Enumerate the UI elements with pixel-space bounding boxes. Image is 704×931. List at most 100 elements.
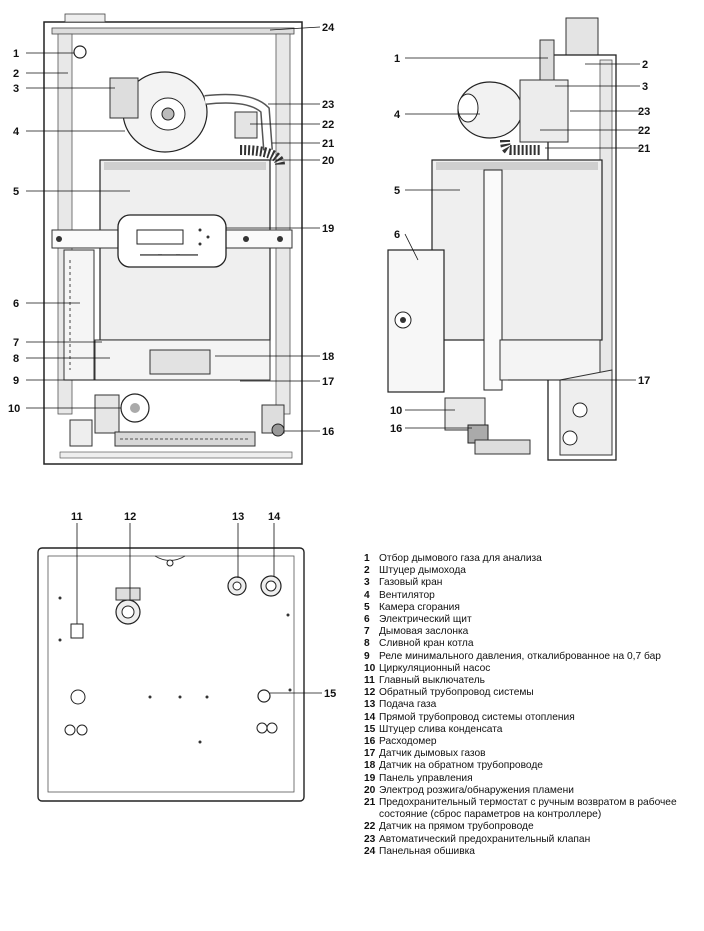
panel-button-3: —— bbox=[176, 249, 198, 261]
legend-text: Прямой трубопровод системы отопления bbox=[379, 711, 575, 723]
legend-number: 10 bbox=[364, 662, 376, 674]
legend-number: 8 bbox=[364, 638, 370, 650]
legend-number: 11 bbox=[364, 675, 375, 687]
legend-number: 4 bbox=[364, 589, 370, 601]
legend-item: 11 Главный выключатель bbox=[364, 675, 702, 687]
callout-bottom-14: 14 bbox=[268, 511, 281, 523]
legend-number: 22 bbox=[364, 821, 376, 833]
legend-number: 17 bbox=[364, 748, 376, 760]
legend-number: 16 bbox=[364, 736, 376, 748]
callout-front-10: 10 bbox=[8, 403, 20, 415]
legend-text: Штуцер слива конденсата bbox=[379, 723, 503, 735]
callout-front-22: 22 bbox=[322, 119, 334, 131]
side-view bbox=[387, 17, 617, 461]
callout-side-5: 5 bbox=[394, 185, 400, 197]
callout-side-10: 10 bbox=[390, 405, 402, 417]
flue-sample-port-icon bbox=[73, 45, 87, 59]
legend-text: Отбор дымового газа для анализа bbox=[379, 553, 542, 564]
callout-side-3: 3 bbox=[642, 81, 648, 93]
callout-front-1: 1 bbox=[13, 48, 19, 60]
legend-number: 2 bbox=[364, 565, 370, 577]
legend-text: Электрический щит bbox=[379, 614, 472, 626]
panel-button-1: —— bbox=[140, 249, 162, 261]
legend-number: 14 bbox=[364, 711, 376, 723]
legend-item: 9 Реле минимального давления, откалиброва… bbox=[364, 651, 702, 663]
callout-front-24: 24 bbox=[322, 22, 335, 34]
legend-text: Вентилятор bbox=[379, 589, 435, 601]
callout-front-21: 21 bbox=[322, 138, 334, 150]
callout-side-2: 2 bbox=[642, 59, 648, 71]
legend-text: Электрод розжига/обнаружения пламени bbox=[379, 784, 574, 796]
callout-front-23: 23 bbox=[322, 99, 334, 111]
legend-number: 9 bbox=[364, 650, 370, 662]
legend-item: 8 Сливной кран котла bbox=[364, 638, 702, 650]
callout-bottom-12: 12 bbox=[124, 511, 136, 523]
legend-number: 5 bbox=[364, 601, 370, 613]
panel-button-2: —— bbox=[158, 249, 180, 261]
legend-text: Сливной кран котла bbox=[379, 638, 474, 650]
legend-number: 21 bbox=[364, 797, 376, 809]
legend-number: 20 bbox=[364, 784, 376, 796]
condensate-drain-icon bbox=[257, 689, 271, 703]
legend-text: Датчик дымовых газов bbox=[379, 748, 486, 760]
callout-front-7: 7 bbox=[13, 337, 19, 349]
callout-side-23: 23 bbox=[638, 106, 650, 118]
legend-text: Панельная обшивка bbox=[379, 845, 475, 857]
legend-text: Штуцер дымохода bbox=[379, 565, 466, 577]
callout-side-16: 16 bbox=[390, 423, 402, 435]
callout-side-22: 22 bbox=[638, 125, 650, 137]
legend-text: Обратный трубопровод системы bbox=[379, 687, 534, 699]
callout-bottom-15: 15 bbox=[324, 688, 336, 700]
legend-text: Реле минимального давления, откалиброван… bbox=[379, 650, 661, 662]
callout-front-16: 16 bbox=[322, 426, 334, 438]
legend-text: Расходомер bbox=[379, 736, 437, 748]
legend-text: Циркуляционный насос bbox=[379, 662, 491, 674]
callout-bottom-11: 11 bbox=[71, 511, 83, 523]
legend-number: 6 bbox=[364, 614, 370, 626]
callout-side-6: 6 bbox=[394, 229, 400, 241]
legend-text: Датчик на обратном трубопроводе bbox=[379, 760, 543, 772]
callout-front-8: 8 bbox=[13, 353, 19, 365]
callout-side-17: 17 bbox=[638, 375, 650, 387]
legend-text: Дымовая заслонка bbox=[379, 626, 469, 638]
legend-number: 3 bbox=[364, 577, 370, 589]
control-panel: —— —— —— bbox=[117, 214, 227, 268]
callout-front-20: 20 bbox=[322, 155, 334, 167]
front-callouts: 1 2 3 4 5 6 7 8 9 10 23 22 21 20 19 18 1… bbox=[8, 22, 335, 438]
bottom-casing bbox=[37, 547, 305, 802]
legend-text: Главный выключатель bbox=[379, 675, 485, 687]
callout-front-2: 2 bbox=[13, 68, 19, 80]
legend-item: 2 Штуцер дымохода bbox=[364, 565, 702, 577]
callout-front-3: 3 bbox=[13, 83, 19, 95]
fan-icon bbox=[109, 71, 208, 153]
callout-front-19: 19 bbox=[322, 223, 334, 235]
legend-number: 13 bbox=[364, 699, 376, 711]
legend-number: 18 bbox=[364, 760, 376, 772]
callout-side-1: 1 bbox=[394, 53, 400, 65]
legend-number: 23 bbox=[364, 833, 376, 845]
legend-text: Автоматический предохранительный клапан bbox=[379, 833, 591, 845]
legend-text: Предохранительный термостат с ручным воз… bbox=[379, 797, 677, 821]
side-callouts: 1 2 3 4 23 22 21 5 6 10 16 17 bbox=[390, 53, 650, 435]
legend-text: Камера сгорания bbox=[379, 601, 460, 613]
legend-number: 19 bbox=[364, 772, 376, 784]
callout-front-17: 17 bbox=[322, 376, 334, 388]
legend-number: 24 bbox=[364, 845, 376, 857]
callout-front-6: 6 bbox=[13, 298, 19, 310]
legend-number: 12 bbox=[364, 687, 376, 699]
side-combustion-chamber bbox=[431, 159, 603, 341]
